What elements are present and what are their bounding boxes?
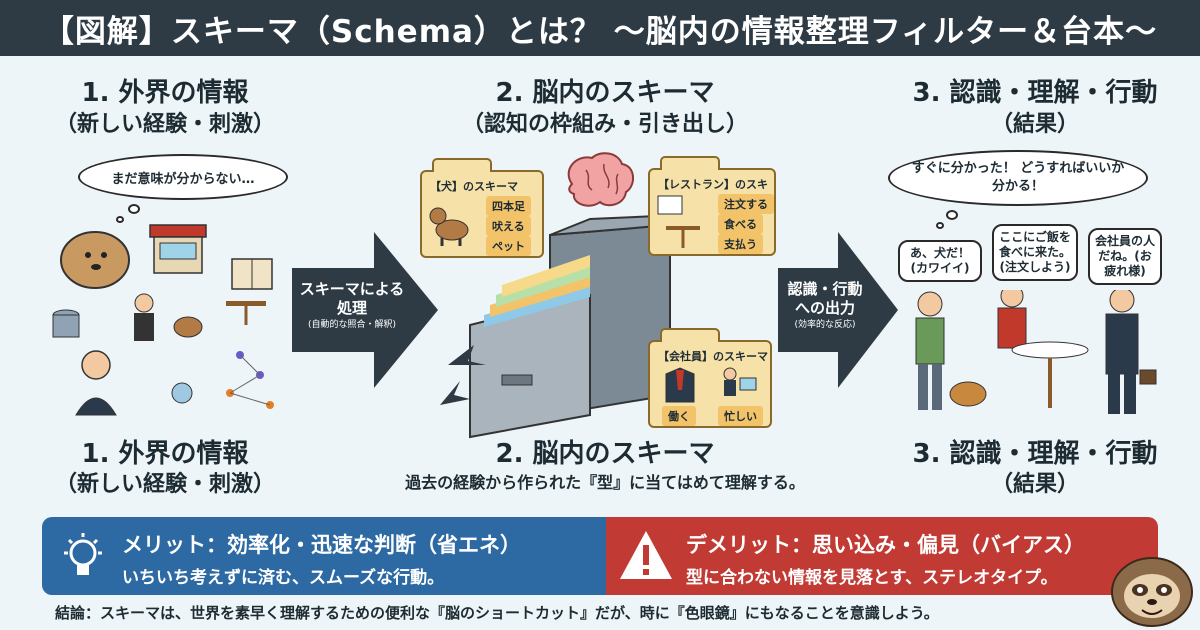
network-nodes-icon	[226, 351, 274, 409]
small-dog-icon	[173, 316, 203, 338]
col1-thought-text: まだ意味が分からない…	[111, 171, 255, 187]
col2-subheading: （認知の枠組み・引き出し）	[461, 112, 748, 137]
col2-bottom-heading: 2. 脳内のスキーマ	[495, 439, 715, 469]
process-arrow-1: スキーマによる処理 (自動的な照合・解釈)	[292, 232, 438, 388]
restaurant-speech-bubble: ここにご飯を食べに来た。(注文しよう)	[992, 224, 1078, 281]
dog-tag: ペット	[486, 236, 531, 256]
merit-title: メリット：効率化・迅速な判断（省エネ）	[122, 533, 521, 557]
businessman-icon	[1105, 290, 1157, 414]
fluffy-dog-icon	[60, 231, 130, 289]
gear-icon	[171, 382, 193, 404]
col1-heading: 1. 外界の情報	[81, 78, 249, 108]
restaurant-tag: 注文する	[718, 194, 774, 214]
col3-thought-bubble: すぐに分かった！ どうすればいいか分かる！	[888, 150, 1148, 206]
menu-icon	[231, 258, 273, 290]
col3-bottom-caption: 3. 認識・理解・行動 （結果）	[890, 438, 1180, 500]
warning-icon	[620, 531, 672, 579]
process-arrow-2: 認識・行動への出力 (効率的な反応)	[778, 232, 898, 388]
desk-worker-icon	[723, 367, 757, 396]
employee-schema-title: 【会社員】のスキーマ	[658, 350, 768, 363]
restaurant-tag: 食べる	[718, 214, 763, 234]
col3-subheading: （結果）	[990, 112, 1079, 137]
dog-speech-text: あ、犬だ！ (カワイイ)	[909, 246, 970, 275]
businessman-icon	[75, 350, 117, 416]
dog-tag: 吠える	[486, 216, 531, 236]
external-stimuli-illustration	[52, 224, 274, 416]
arrow-shape	[778, 232, 898, 388]
col1-subheading: （新しい経験・刺激）	[54, 112, 275, 137]
shop-icon	[149, 224, 207, 274]
restaurant-tag: 支払う	[718, 234, 763, 254]
database-icon	[52, 309, 80, 338]
restaurant-schema-folder: 【レストラン】のスキーマ 注文する 食べる 支払う	[648, 156, 776, 256]
lightbulb-icon	[64, 533, 102, 575]
employee-speech-text: 会社員の人だね。(お疲れ様)	[1094, 234, 1155, 278]
employee-schema-folder: 【会社員】のスキーマ 働く 忙しい	[648, 328, 772, 428]
col1-bottom-sub: （新しい経験・刺激）	[54, 472, 275, 497]
conclusion-text: 結論：スキーマは、世界を素早く理解するための便利な『脳のショートカット』だが、時…	[55, 604, 939, 622]
demerit-title: デメリット：思い込み・偏見（バイアス）	[686, 533, 1085, 557]
dog-tag: 四本足	[486, 196, 531, 216]
col3-bottom-sub: （結果）	[990, 472, 1079, 497]
restaurant-speech-text: ここにご飯を食べに来た。(注文しよう)	[998, 230, 1071, 274]
arrow1-label: スキーマによる処理	[299, 280, 405, 317]
thought-dot	[936, 222, 944, 229]
thought-dot	[946, 210, 958, 220]
waiter-icon	[134, 293, 154, 341]
dog-speech-bubble: あ、犬だ！ (カワイイ)	[898, 240, 982, 282]
sloth-mascot-icon	[1111, 557, 1193, 627]
col2-bottom-sub: 過去の経験から作られた『型』に当てはめて理解する。	[405, 473, 805, 492]
col3-bottom-heading: 3. 認識・理解・行動	[912, 439, 1158, 469]
cursor-arrow-icon	[440, 345, 486, 405]
brain-icon	[567, 152, 634, 207]
col2-heading: 2. 脳内のスキーマ	[495, 78, 715, 108]
dog-schema-folder: 【犬】のスキーマ 四本足 吠える ペット	[420, 158, 544, 258]
thought-dot	[116, 216, 124, 223]
arrow2-sublabel: (効率的な反応)	[794, 320, 856, 330]
employee-tag: 働く	[662, 406, 696, 426]
col1-thought-bubble: まだ意味が分からない…	[78, 154, 288, 200]
people-illustration	[915, 290, 1157, 414]
col1-bottom-heading: 1. 外界の情報	[81, 439, 249, 469]
table-chairs-icon	[226, 301, 266, 325]
col1-header: 1. 外界の情報 （新しい経験・刺激）	[40, 76, 290, 140]
arrow2-label: 認識・行動への出力	[787, 280, 863, 317]
col3-thought-text: すぐに分かった！ どうすればいいか分かる！	[911, 161, 1125, 194]
arrow1-sublabel: (自動的な照合・解釈)	[307, 320, 397, 330]
employee-tag: 忙しい	[718, 406, 763, 426]
col3-heading: 3. 認識・理解・行動	[912, 78, 1158, 108]
suit-icon	[665, 367, 695, 403]
merit-box: メリット：効率化・迅速な判断（省エネ） いちいち考えずに済む、スムーズな行動。	[42, 517, 606, 595]
page-title: 【図解】スキーマ（Schema）とは？ 〜脳内の情報整理フィルター＆台本〜	[0, 0, 1200, 56]
arrow-shape	[292, 232, 438, 388]
woman-at-table-icon	[997, 290, 1089, 408]
boy-with-dog-icon	[915, 291, 987, 410]
col2-header: 2. 脳内のスキーマ （認知の枠組み・引き出し）	[450, 76, 760, 140]
restaurant-icon	[657, 195, 700, 248]
col1-bottom-caption: 1. 外界の情報 （新しい経験・刺激）	[40, 438, 290, 500]
filing-cabinet-illustration	[440, 215, 682, 439]
col2-bottom-caption: 2. 脳内のスキーマ 過去の経験から作られた『型』に当てはめて理解する。	[380, 438, 830, 496]
thought-dot	[128, 204, 140, 214]
demerit-box: デメリット：思い込み・偏見（バイアス） 型に合わない情報を見落とす、ステレオタイ…	[606, 517, 1158, 595]
demerit-subtitle: 型に合わない情報を見落とす、ステレオタイプ。	[686, 568, 1058, 588]
employee-speech-bubble: 会社員の人だね。(お疲れ様)	[1088, 228, 1162, 285]
file-folders-icon	[484, 255, 590, 327]
merit-subtitle: いちいち考えずに済む、スムーズな行動。	[122, 568, 445, 588]
col3-header: 3. 認識・理解・行動 （結果）	[890, 76, 1180, 140]
dog-icon	[429, 207, 469, 246]
dog-schema-title: 【犬】のスキーマ	[430, 180, 518, 193]
